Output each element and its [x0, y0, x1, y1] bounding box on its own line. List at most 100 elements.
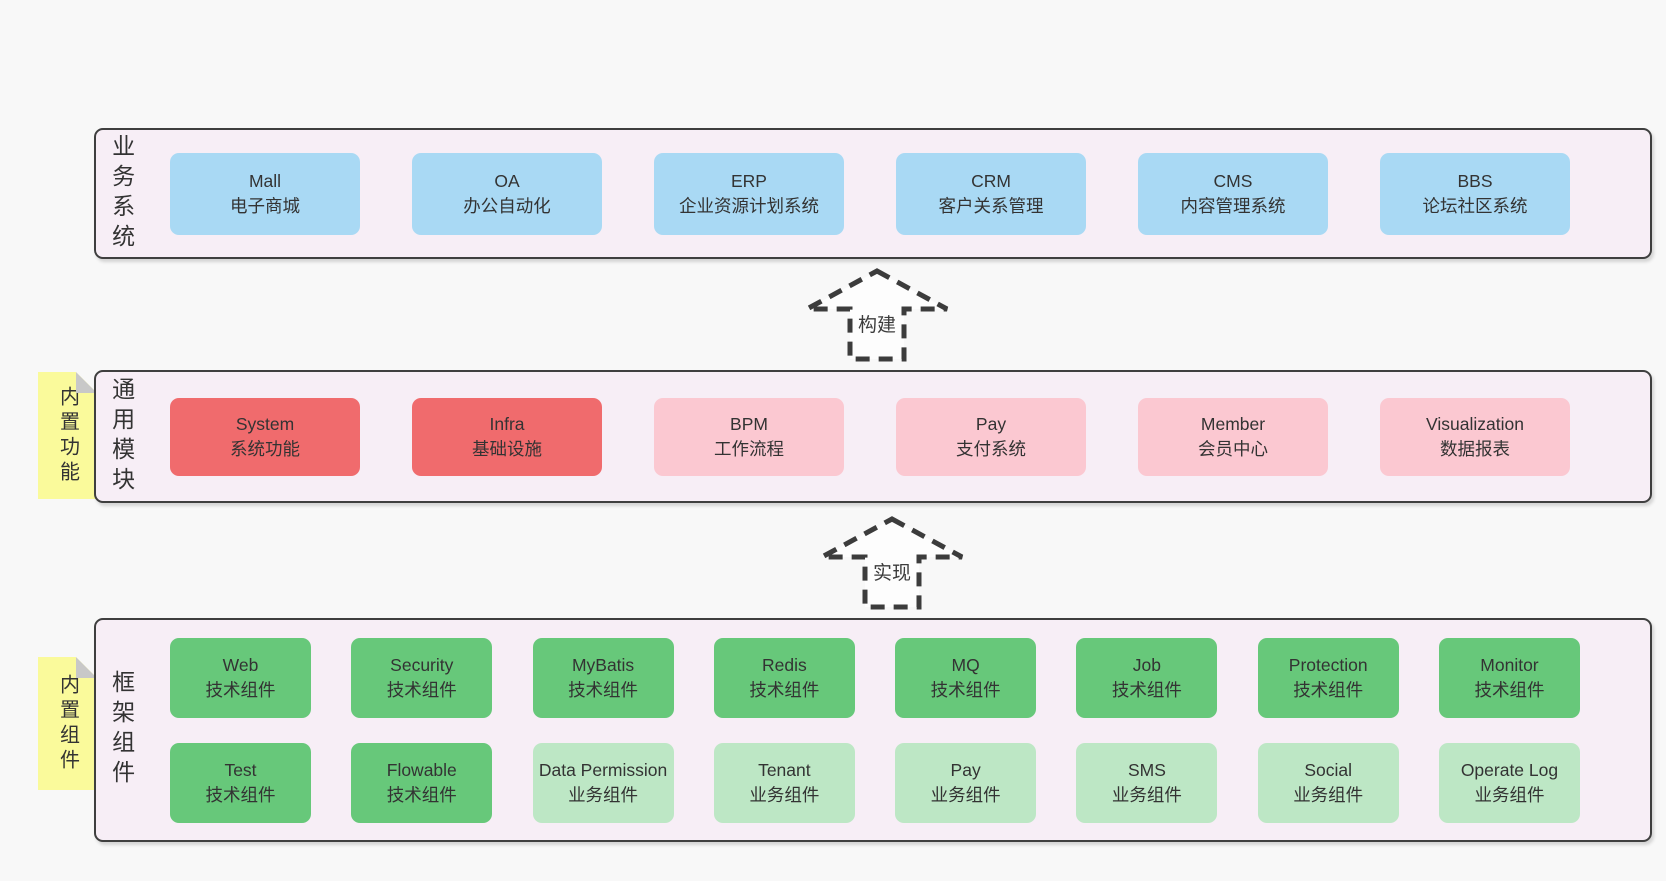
box-title: Mall — [248, 170, 282, 191]
diagram-box-cms: CMS 内容管理系统 — [1138, 152, 1328, 235]
box-desc: 技术组件 — [1111, 679, 1182, 700]
arrow-build: 构建 — [802, 266, 952, 362]
diagram-box-erp: ERP 企业资源计划系统 — [654, 152, 844, 235]
diagram-box-pay: Pay 支付系统 — [896, 397, 1086, 476]
arrow-implement: 实现 — [817, 514, 967, 610]
box-desc: 系统功能 — [230, 438, 300, 459]
diagram-box-redis: Redis 技术组件 — [713, 637, 855, 718]
box-title: Data Permission — [538, 759, 668, 780]
box-title: Infra — [489, 413, 525, 434]
arrow-label: 构建 — [854, 310, 900, 337]
diagram-box-web: Web 技术组件 — [170, 637, 311, 718]
box-desc: 技术组件 — [749, 679, 820, 700]
box-title: BBS — [1457, 170, 1493, 191]
diagram-box-bpm: BPM 工作流程 — [654, 397, 844, 476]
diagram-box-pay: Pay 业务组件 — [895, 742, 1037, 823]
box-title: Web — [222, 654, 259, 675]
diagram-box-mall: Mall 电子商城 — [170, 152, 360, 235]
diagram-box-member: Member 会员中心 — [1138, 397, 1328, 476]
box-title: MQ — [951, 654, 980, 675]
box-desc: 技术组件 — [930, 679, 1001, 700]
sticky-note-builtin-components: 内置组件 — [38, 657, 97, 790]
diagram-box-crm: CRM 客户关系管理 — [896, 152, 1086, 235]
diagram-box-tenant: Tenant 业务组件 — [713, 742, 855, 823]
box-title: CRM — [971, 170, 1011, 191]
box-desc: 支付系统 — [956, 438, 1026, 459]
box-title: SMS — [1127, 759, 1166, 780]
box-title: Job — [1132, 654, 1162, 675]
box-desc: 业务组件 — [930, 784, 1001, 805]
box-title: CMS — [1213, 170, 1253, 191]
box-desc: 基础设施 — [472, 438, 542, 459]
box-title: Pay — [975, 413, 1007, 434]
sticky-note-text: 内置功能 — [56, 385, 79, 486]
box-title: Test — [224, 759, 257, 780]
diagram-box-test: Test 技术组件 — [170, 742, 311, 823]
box-desc: 技术组件 — [205, 784, 276, 805]
box-title: Pay — [950, 759, 981, 780]
box-desc: 客户关系管理 — [938, 195, 1044, 216]
box-desc: 技术组件 — [386, 679, 457, 700]
layer-label-column: 业务系统 — [96, 130, 146, 257]
box-desc: 技术组件 — [1474, 679, 1545, 700]
box-title: BPM — [730, 413, 768, 434]
diagram-box-infra: Infra 基础设施 — [412, 397, 602, 476]
box-desc: 工作流程 — [714, 438, 784, 459]
layer-label-column: 框架组件 — [96, 620, 146, 840]
diagram-box-sms: SMS 业务组件 — [1076, 742, 1218, 823]
layer-label-column: 通用模块 — [96, 372, 146, 501]
box-title: System — [235, 413, 295, 434]
diagram-box-monitor: Monitor 技术组件 — [1438, 637, 1580, 718]
box-desc: 会员中心 — [1198, 438, 1268, 459]
diagram-box-security: Security 技术组件 — [351, 637, 493, 718]
box-title: Monitor — [1480, 654, 1539, 675]
arrow-label: 实现 — [869, 558, 915, 585]
box-desc: 数据报表 — [1440, 438, 1510, 459]
diagram-box-flowable: Flowable 技术组件 — [351, 742, 493, 823]
layer-title: 框架组件 — [108, 670, 135, 790]
box-title: OA — [494, 170, 520, 191]
box-title: Redis — [761, 654, 807, 675]
box-title: Member — [1200, 413, 1266, 434]
box-desc: 论坛社区系统 — [1422, 195, 1528, 216]
box-title: Security — [390, 654, 454, 675]
box-desc: 内容管理系统 — [1180, 195, 1286, 216]
box-title: Protection — [1288, 654, 1368, 675]
box-title: Visualization — [1426, 413, 1524, 434]
diagram-box-data-permission: Data Permission 业务组件 — [532, 742, 674, 823]
diagram-box-visualization: Visualization 数据报表 — [1380, 397, 1570, 476]
box-desc: 技术组件 — [1293, 679, 1364, 700]
module-boxes: System 系统功能 Infra 基础设施 BPM 工作流程 Pay 支付系统 Member 会… — [146, 372, 1650, 501]
box-desc: 业务组件 — [749, 784, 820, 805]
box-desc: 技术组件 — [205, 679, 276, 700]
box-desc: 技术组件 — [386, 784, 457, 805]
box-title: Tenant — [758, 759, 811, 780]
box-title: ERP — [731, 170, 767, 191]
layer-title: 通用模块 — [108, 376, 135, 497]
diagram-box-job: Job 技术组件 — [1076, 637, 1218, 718]
box-title: Flowable — [386, 759, 457, 780]
box-desc: 业务组件 — [568, 784, 639, 805]
diagram-box-system: System 系统功能 — [170, 397, 360, 476]
box-desc: 企业资源计划系统 — [679, 195, 819, 216]
box-desc: 电子商城 — [230, 195, 300, 216]
box-title: MyBatis — [571, 654, 635, 675]
diagram-box-bbs: BBS 论坛社区系统 — [1380, 152, 1570, 235]
layer-common-modules: 通用模块 System 系统功能 Infra 基础设施 BPM 工作流程 Pay 支付系统 Me… — [94, 370, 1652, 503]
sticky-note-text: 内置组件 — [56, 673, 79, 774]
box-desc: 业务组件 — [1111, 784, 1182, 805]
box-title: Social — [1304, 759, 1353, 780]
sticky-note-builtin-features: 内置功能 — [38, 372, 97, 499]
diagram-box-mq: MQ 技术组件 — [895, 637, 1037, 718]
diagram-box-protection: Protection 技术组件 — [1257, 637, 1399, 718]
box-title: Operate Log — [1460, 759, 1559, 780]
